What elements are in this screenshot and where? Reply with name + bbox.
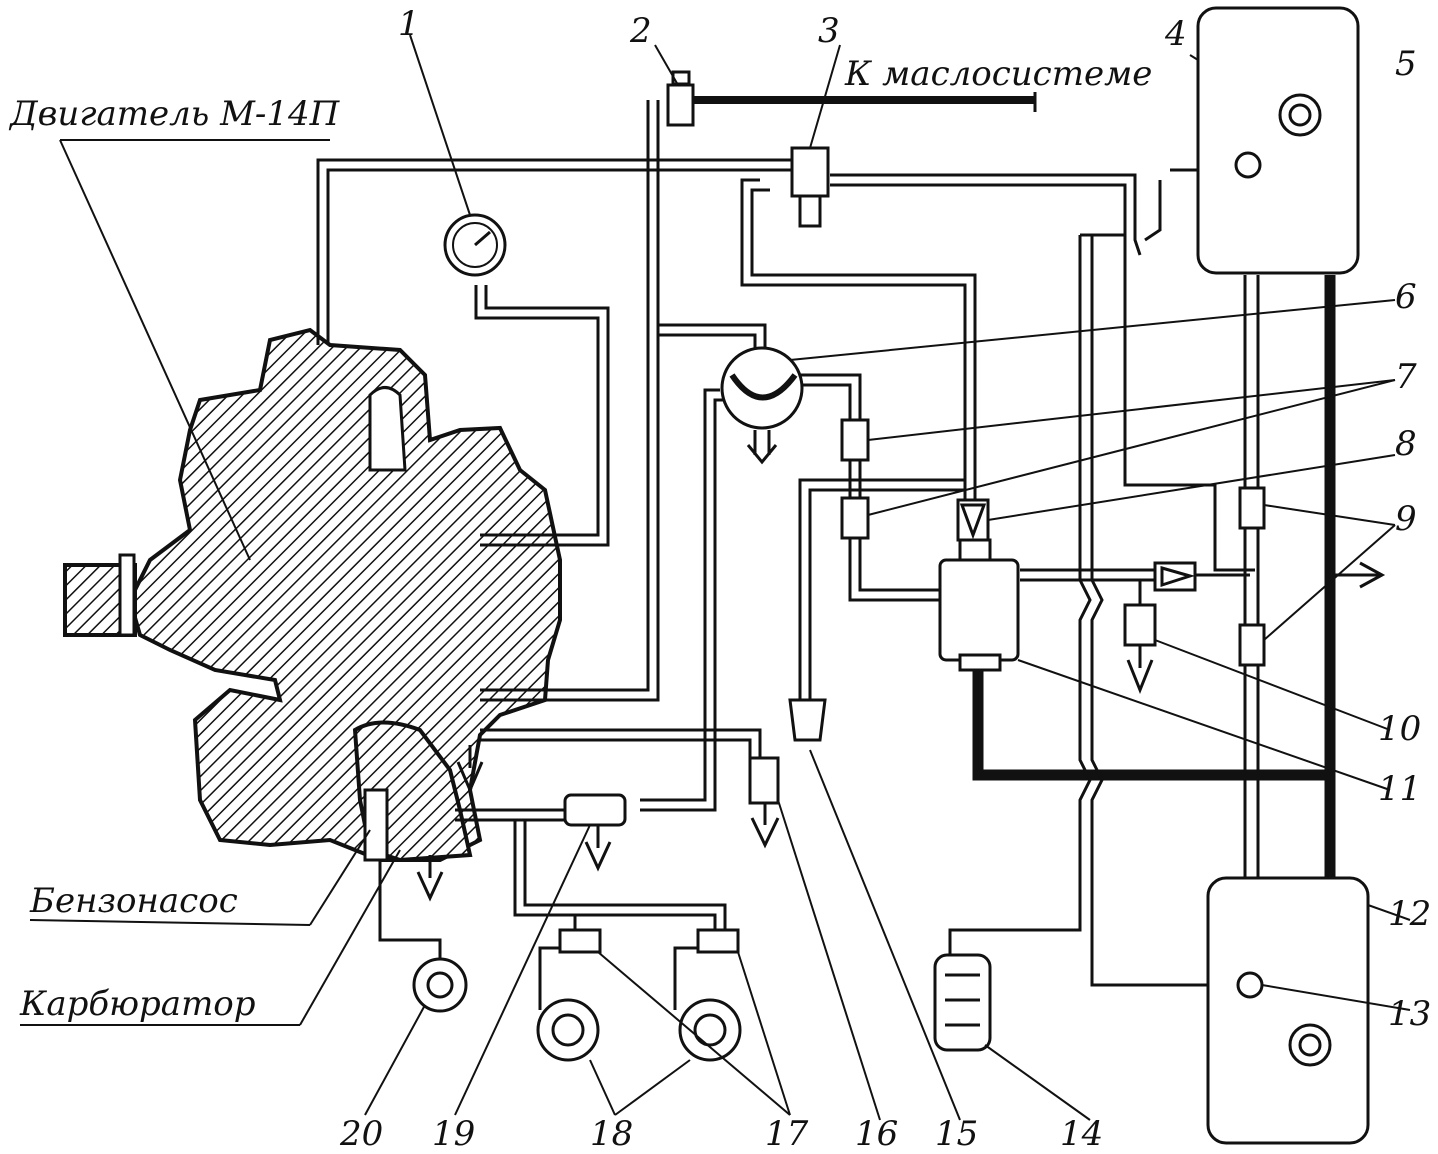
callout-7: 7	[1395, 357, 1417, 397]
fitting-17b	[696, 928, 740, 954]
filter-14	[933, 953, 992, 1052]
text-labels: Двигатель М-14П К маслосистеме Бензонасо…	[8, 4, 1431, 1154]
valve-19	[563, 793, 627, 872]
components	[412, 6, 1386, 1145]
fitting-17a	[558, 928, 602, 954]
fuel-lines	[316, 92, 1360, 1010]
valve-16	[748, 756, 780, 849]
callout-12: 12	[1388, 894, 1431, 934]
valve-2	[666, 70, 695, 127]
fuel-filter-6	[720, 346, 804, 465]
callout-18: 18	[590, 1114, 633, 1154]
check-valve-7b	[840, 496, 870, 540]
check-valve-9b	[1238, 623, 1266, 667]
callout-20: 20	[339, 1114, 383, 1154]
fuel-tank-4	[1196, 6, 1360, 275]
callout-2: 2	[629, 11, 652, 51]
callout-5: 5	[1395, 44, 1417, 84]
callout-11: 11	[1378, 769, 1421, 809]
check-valve-9a	[1238, 486, 1266, 530]
callout-19: 19	[432, 1114, 475, 1154]
engine-body	[63, 327, 562, 863]
check-valve-8	[956, 498, 990, 542]
valve-15	[788, 698, 827, 742]
callout-6: 6	[1395, 277, 1417, 317]
callout-16: 16	[855, 1114, 898, 1154]
callout-9: 9	[1395, 499, 1417, 539]
fuel-tank-12	[1206, 876, 1370, 1145]
engine-label: Двигатель М-14П	[8, 94, 341, 134]
callout-4: 4	[1164, 14, 1187, 54]
valve-10	[1123, 561, 1197, 695]
fuel-pump-label: Бензонасос	[29, 881, 238, 921]
carburetor-label: Карбюратор	[19, 984, 256, 1024]
distribution-unit-11	[938, 538, 1020, 672]
gauge-18a	[536, 998, 600, 1062]
callout-14: 14	[1060, 1114, 1103, 1154]
callout-10: 10	[1378, 709, 1421, 749]
callout-3: 3	[818, 11, 840, 51]
gauge-18b	[678, 998, 742, 1062]
callout-13: 13	[1388, 994, 1431, 1034]
valve-3	[790, 146, 830, 228]
pressure-gauge-1	[443, 213, 507, 277]
callout-1: 1	[398, 4, 420, 44]
gauge-20	[412, 957, 468, 1013]
callout-15: 15	[935, 1114, 978, 1154]
leader-lines	[20, 34, 1411, 1121]
callout-17: 17	[765, 1114, 809, 1154]
check-valve-7a	[840, 418, 870, 462]
oil-system-label: К маслосистеме	[844, 54, 1152, 94]
callout-8: 8	[1395, 424, 1417, 464]
